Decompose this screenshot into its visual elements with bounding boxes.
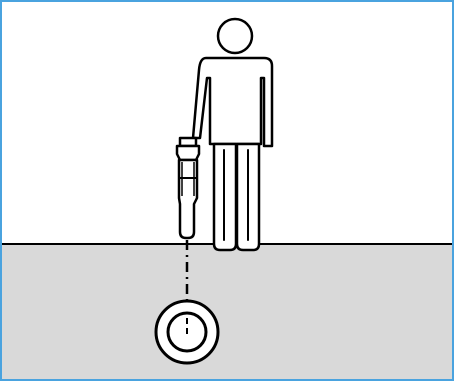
ground-area <box>2 244 452 379</box>
person-head <box>218 19 252 53</box>
buried-pipe-cross-section-icon <box>156 301 218 363</box>
locator-handle <box>177 146 199 160</box>
